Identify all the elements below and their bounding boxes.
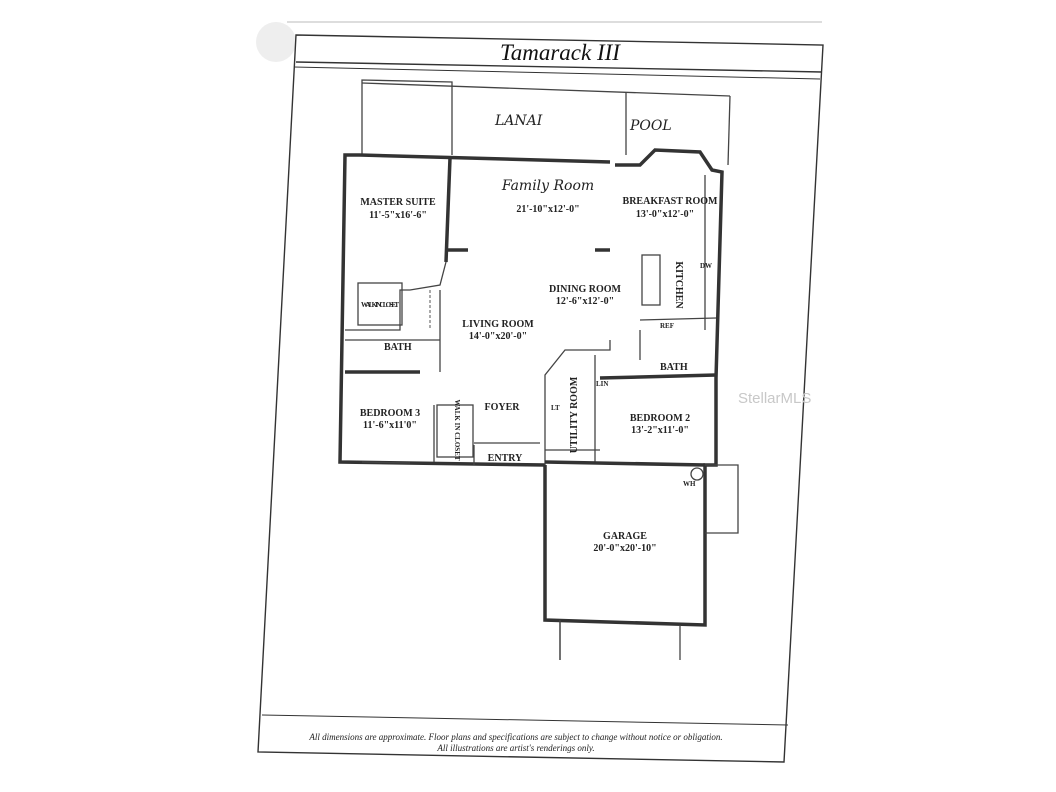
room-dining-room: DINING ROOM 12'-6"x12'-0": [549, 284, 622, 307]
page-border: [257, 34, 824, 763]
master-bath-label: BATH: [384, 342, 412, 353]
room-dims: 13'-2"x11'-0": [631, 425, 689, 436]
walls: [338, 148, 739, 660]
lin-label: LIN: [596, 380, 608, 388]
room-name: MASTER SUITE: [360, 197, 436, 208]
room-dims: 11'-6"x11'0": [363, 420, 417, 431]
plan-title: Tamarack III: [500, 40, 621, 65]
master-closet-label: WALK IN CLOSET: [361, 301, 399, 309]
lanai-label: LANAI: [494, 113, 543, 129]
room-dims: 21'-10"x12'-0": [516, 204, 579, 215]
kitchen-label: KITCHEN: [673, 261, 684, 309]
lanai-pool-outline: [361, 79, 731, 166]
watermark: StellarMLS: [738, 390, 811, 407]
room-breakfast-room: BREAKFAST ROOM 13'-0"x12'-0": [623, 196, 718, 220]
pool-label: POOL: [629, 118, 672, 134]
hall-bath-label: BATH: [660, 362, 688, 373]
room-family-room: Family Room 21'-10"x12'-0": [501, 178, 594, 215]
room-name: BEDROOM 2: [630, 413, 690, 424]
lt-label: LT: [551, 404, 560, 412]
footer-line-2: All illustrations are artist's rendering…: [436, 743, 594, 753]
room-name: BEDROOM 3: [360, 408, 420, 419]
entry-label: ENTRY: [488, 453, 523, 464]
title-underline: [295, 61, 823, 73]
dw-label: DW: [700, 262, 712, 270]
room-dims: 11'-5"x16'-6": [369, 210, 427, 221]
room-name: LIVING ROOM: [462, 319, 534, 330]
room-name: DINING ROOM: [549, 284, 622, 295]
footer-line-1: All dimensions are approximate. Floor pl…: [308, 732, 722, 742]
ref-label: REF: [660, 322, 674, 330]
room-dims: 13'-0"x12'-0": [636, 209, 694, 220]
room-garage: GARAGE 20'-0"x20'-10": [593, 531, 656, 554]
title-underline-2: [293, 66, 821, 80]
room-dims: 14'-0"x20'-0": [469, 331, 527, 342]
room-living-room: LIVING ROOM 14'-0"x20'-0": [462, 319, 534, 342]
room-bedroom-3: BEDROOM 3 11'-6"x11'0": [360, 408, 420, 431]
bed3-closet-label: WALK IN CLOSET: [453, 399, 461, 460]
room-bedroom-2: BEDROOM 2 13'-2"x11'-0": [630, 413, 690, 436]
foyer-label: FOYER: [485, 402, 521, 413]
room-name: BREAKFAST ROOM: [623, 196, 718, 207]
footer-divider: [261, 714, 789, 726]
room-dims: 12'-6"x12'-0": [556, 296, 614, 307]
hole-punch: [256, 22, 296, 62]
room-name: Family Room: [501, 178, 594, 194]
water-heater-symbol: [690, 467, 704, 481]
room-name: GARAGE: [603, 531, 647, 542]
room-dims: 20'-0"x20'-10": [593, 543, 656, 554]
utility-room-label: UTILITY ROOM: [569, 376, 580, 453]
room-master-suite: MASTER SUITE 11'-5"x16'-6": [360, 197, 436, 221]
wh-label: WH: [683, 480, 696, 488]
